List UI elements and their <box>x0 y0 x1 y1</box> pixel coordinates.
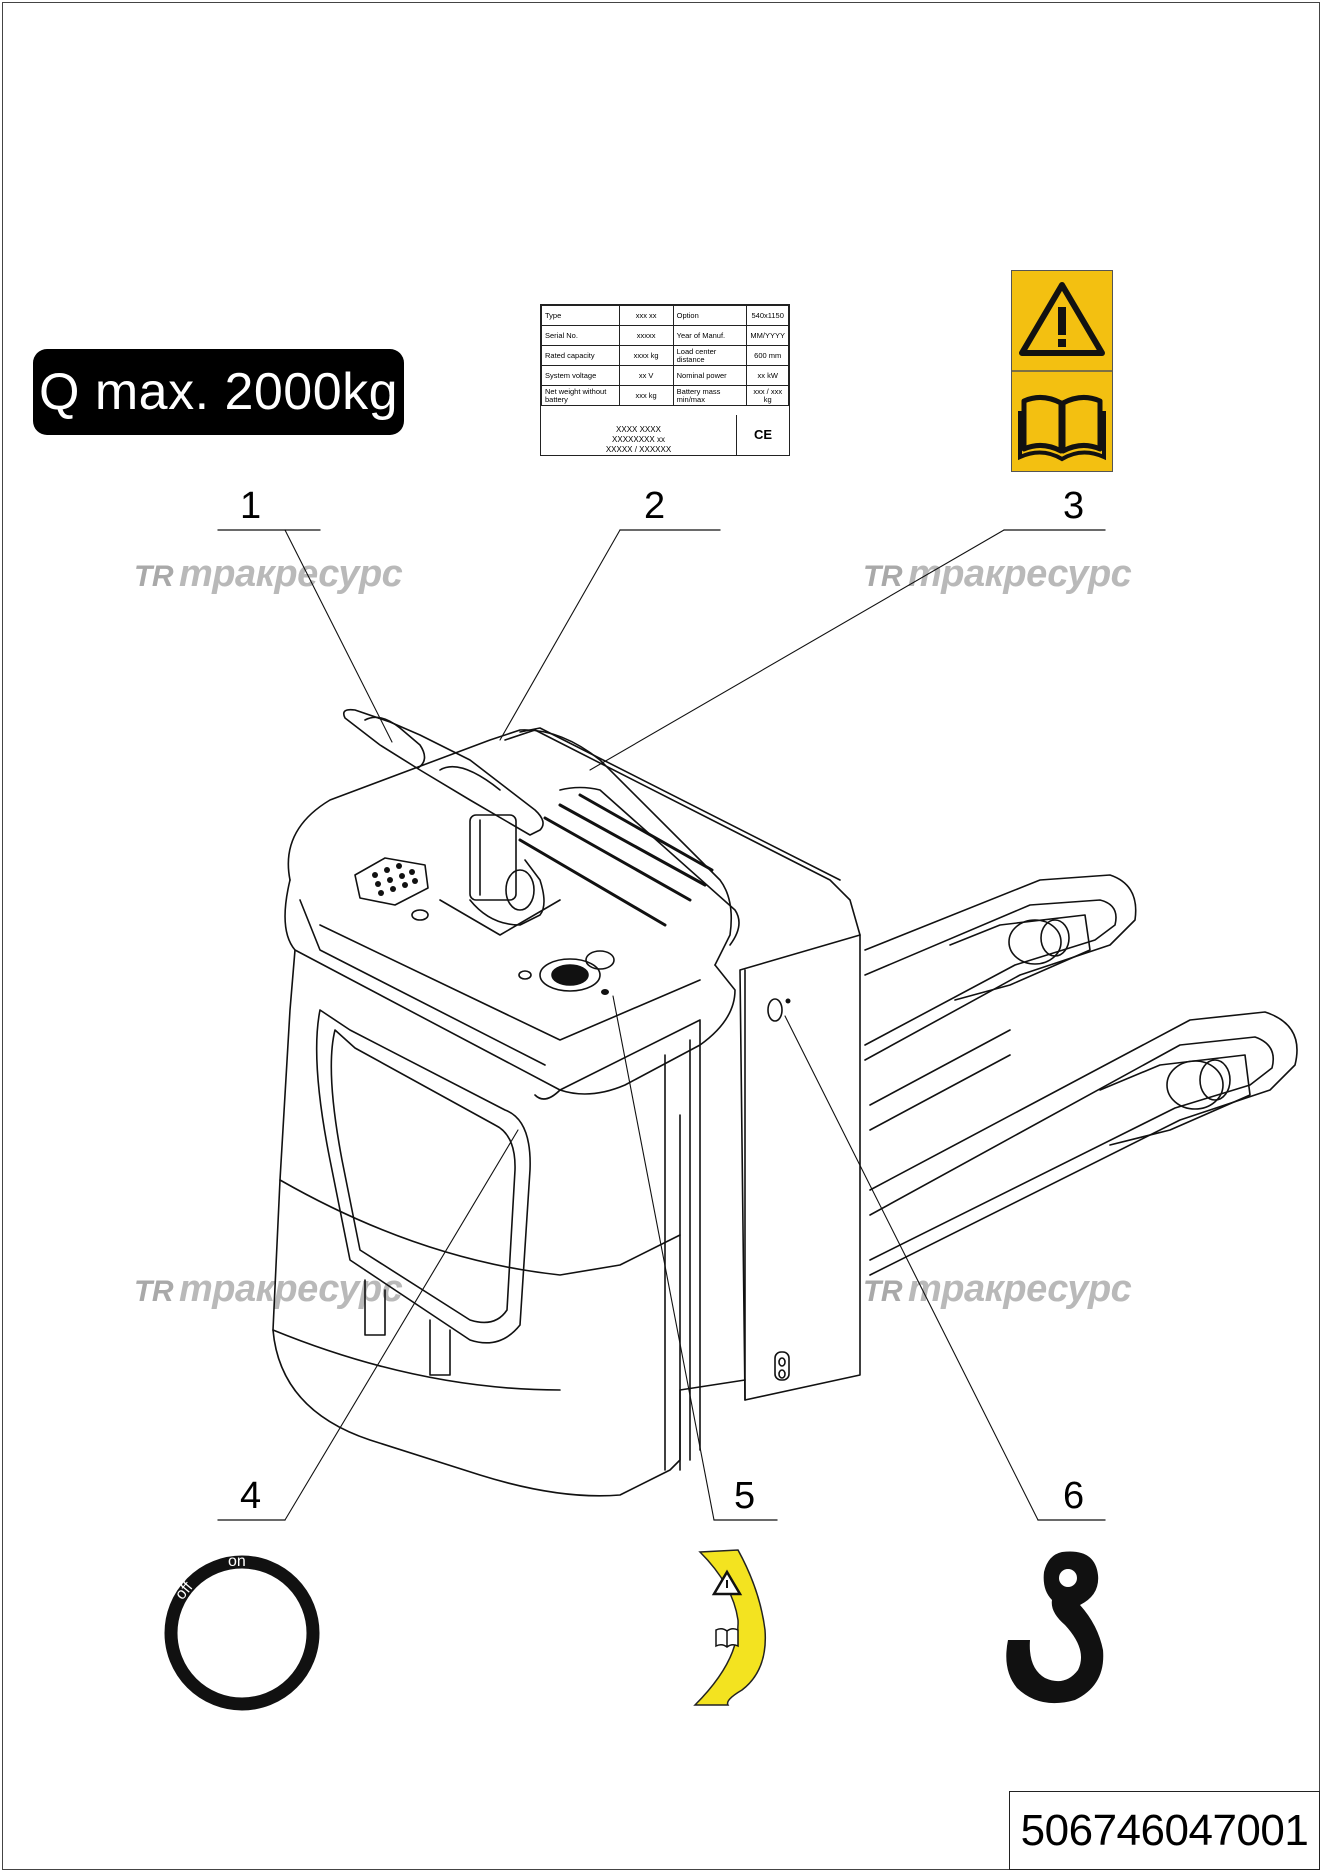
nameplate-address-line: XXXX XXXX <box>616 425 661 434</box>
nameplate-manufacturer: XXXX XXXX XXXXXXXX xx XXXXX / XXXXXX <box>541 415 737 455</box>
leader-lines <box>284 529 1039 1521</box>
manual-book-icon <box>1018 395 1106 462</box>
watermark-logo: TR <box>863 560 903 593</box>
watermark-text: тракресурс <box>908 1268 1132 1310</box>
nameplate-value: xxx / xxx kg <box>746 385 789 406</box>
warning-manual-decal <box>1011 270 1113 472</box>
watermark-text: тракресурс <box>908 553 1132 595</box>
callout-number-5: 5 <box>734 1475 756 1517</box>
fork-upper <box>864 874 1137 1061</box>
lift-hook-icon <box>1006 1551 1104 1704</box>
nameplate-label: Net weight without battery <box>541 385 620 406</box>
warning-triangle-icon <box>1019 282 1105 356</box>
callout-underlines <box>217 529 1106 1521</box>
truck-body <box>272 727 861 1497</box>
watermark-logo: TR <box>134 1275 174 1308</box>
capacity-decal: Q max. 2000kg <box>33 349 404 435</box>
callout-number-2: 2 <box>644 485 666 527</box>
fork-lower <box>869 1011 1298 1276</box>
emergency-switch <box>518 950 615 995</box>
ce-mark: CE <box>753 427 773 442</box>
keypad <box>354 857 429 906</box>
callout-number-1: 1 <box>240 485 262 527</box>
callout-number-4: 4 <box>240 1475 262 1517</box>
nameplate-label: Battery mass min/max <box>672 385 748 406</box>
nameplate-decal: Type xxx xx Option 540x1150 Serial No. x… <box>540 304 790 456</box>
callout-number-3: 3 <box>1063 485 1085 527</box>
callout-number-6: 6 <box>1063 1475 1085 1517</box>
nameplate-value: xxx kg <box>618 385 674 406</box>
nameplate-address-line: XXXXX / XXXXXX <box>605 445 672 454</box>
nameplate-address-line: XXXXXXXX xx <box>612 435 665 444</box>
nameplate-table: Type xxx xx Option 540x1150 Serial No. x… <box>541 305 789 406</box>
document-code: 506746047001 <box>1009 1791 1320 1870</box>
switch-on-label: on <box>228 1553 246 1570</box>
watermark-text: тракресурс <box>179 553 403 595</box>
handle-warning-decal <box>693 1549 767 1706</box>
watermark-logo: TR <box>863 1275 903 1308</box>
nameplate-value: xxxxx <box>618 325 674 346</box>
off-on-switch-ring-icon: off on <box>164 1553 320 1711</box>
watermark-logo: TR <box>134 560 174 593</box>
nameplate-value: xxxx kg <box>618 345 674 366</box>
tiller-handle <box>342 708 561 936</box>
